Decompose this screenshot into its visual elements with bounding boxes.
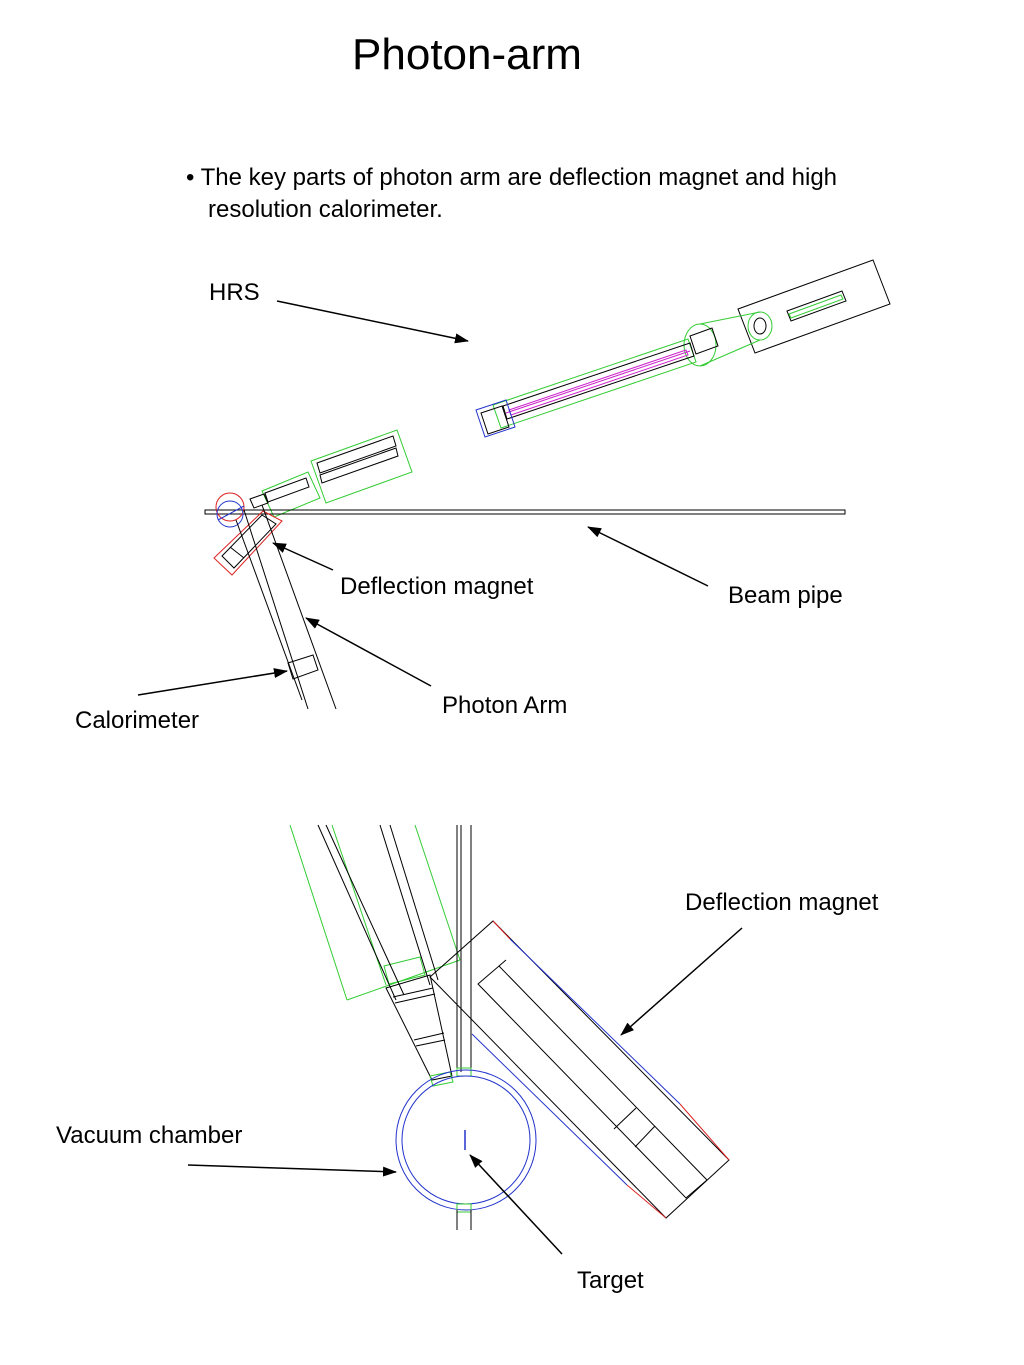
arrow-calorimeter [137,668,288,696]
bullet-marker: • [186,164,195,191]
arrow-beam-pipe [587,526,709,587]
detail-diagram [289,824,730,1230]
arrow-vacuum-chamber [187,1164,397,1177]
label-deflection-magnet-top: Deflection magnet [340,573,534,600]
bullet-line-2: resolution calorimeter. [208,196,443,223]
photon-arm-top [204,429,846,710]
arrow-deflection-magnet-top [272,542,334,571]
label-beam-pipe: Beam pipe [728,582,843,609]
label-deflection-magnet-bottom: Deflection magnet [685,889,879,916]
label-calorimeter: Calorimeter [75,707,200,734]
label-vacuum-chamber: Vacuum chamber [56,1122,243,1149]
arrow-hrs [276,300,469,344]
arrows-top [137,300,709,696]
bullet-line-1: The key parts of photon arm are deflecti… [200,164,838,191]
label-photon-arm: Photon Arm [442,692,568,719]
bullet-text: • The key parts of photon arm are deflec… [186,162,946,226]
arrows-bottom [187,927,743,1255]
arrow-target [469,1154,563,1255]
arrow-deflection-magnet-bottom [620,927,743,1036]
arrow-photon-arm [305,617,432,687]
hrs-spectrometer [475,259,891,438]
label-hrs: HRS [209,279,260,306]
label-target: Target [577,1267,644,1294]
slide-title: Photon-arm [352,30,582,79]
